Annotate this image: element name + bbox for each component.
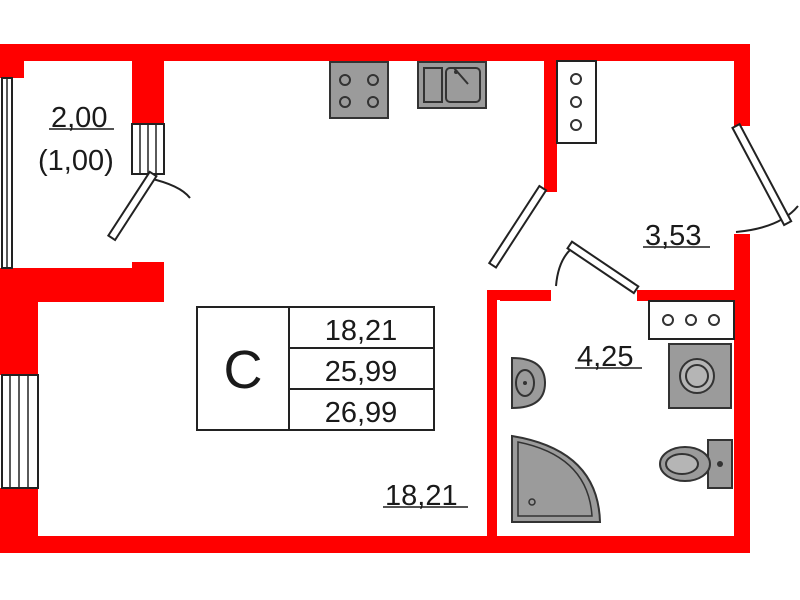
wash-basin-icon [511, 356, 547, 410]
total-area-value: 25,99 [325, 356, 398, 388]
left-window [1, 374, 39, 489]
pillar-balcony-bottom [132, 262, 164, 302]
door-swing-icon [106, 122, 799, 295]
kitchen-sink-icon [417, 61, 487, 109]
balcony-area-reduced-label: (1,00) [38, 145, 114, 177]
wall-bath-top-right [637, 290, 737, 301]
total-area-with-balcony-value: 26,99 [325, 397, 398, 429]
ventilation-shaft-icon [556, 60, 735, 340]
wall-bath-top-left [487, 290, 551, 301]
walls [0, 44, 750, 553]
washing-machine-icon [668, 343, 732, 409]
wall-bottom [0, 536, 750, 553]
wall-top [0, 44, 750, 61]
pillar-balcony-top [132, 44, 164, 124]
wall-left-lower [0, 300, 38, 375]
wall-hall-left [544, 44, 557, 192]
living-area-value: 18,21 [325, 315, 398, 347]
wall-bath-left [487, 290, 500, 540]
area-summary-table: С 18,21 25,99 26,99 [196, 306, 435, 431]
toilet-icon [659, 439, 733, 489]
balcony-window-frame [1, 77, 13, 269]
wall-bath-left-inner [497, 300, 500, 536]
wall-top-left-stub [0, 44, 24, 78]
apartment-type-letter: С [224, 340, 263, 400]
wall-right-lower [734, 234, 750, 553]
balcony-door-frame [131, 123, 165, 175]
stove-icon [329, 61, 389, 119]
wall-right-upper [734, 44, 750, 126]
shower-tray-icon [511, 434, 602, 523]
